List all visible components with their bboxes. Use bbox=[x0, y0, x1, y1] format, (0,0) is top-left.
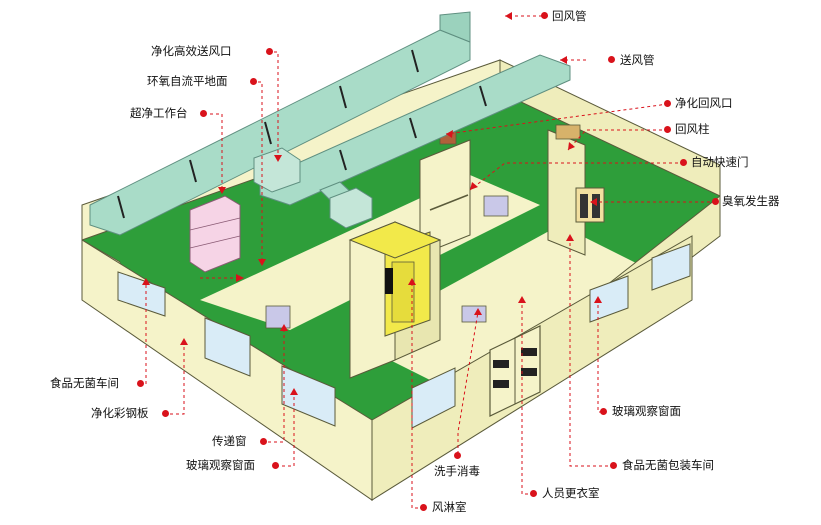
label-return-air-column: 回风柱 bbox=[675, 122, 710, 136]
window-right-2 bbox=[589, 275, 629, 323]
window-left-2 bbox=[204, 317, 251, 377]
window-left-1 bbox=[117, 271, 166, 317]
back-wall-right bbox=[499, 59, 721, 197]
dot-hand-wash bbox=[454, 452, 461, 459]
air-shower-top bbox=[348, 221, 442, 259]
dot-hepa-outlet bbox=[266, 48, 273, 55]
air-shower-dark-panel bbox=[385, 268, 393, 294]
label-hand-wash: 洗手消毒 bbox=[434, 464, 480, 478]
label-food-sterile-workshop: 食品无菌车间 bbox=[50, 376, 119, 390]
window-right-1 bbox=[411, 367, 456, 429]
dot-return-air-column bbox=[664, 126, 671, 133]
dot-glass-window-left bbox=[272, 462, 279, 469]
supply-air-duct bbox=[259, 54, 571, 206]
return-air-duct-top bbox=[439, 11, 471, 43]
dot-glass-window-right bbox=[600, 408, 607, 415]
duct-bands bbox=[117, 49, 487, 219]
label-air-shower: 风淋室 bbox=[432, 500, 467, 514]
dot-clean-bench bbox=[200, 110, 207, 117]
dot-clean-return-outlet bbox=[664, 100, 671, 107]
partition-wall-1 bbox=[419, 139, 471, 256]
dot-air-shower bbox=[420, 504, 427, 511]
leader-lines bbox=[140, 15, 716, 509]
label-glass-window-left: 玻璃观察窗面 bbox=[186, 458, 255, 472]
label-sterile-packing: 食品无菌包装车间 bbox=[622, 458, 714, 472]
dot-changing-room bbox=[530, 490, 537, 497]
pass-box-device bbox=[265, 305, 291, 329]
hepa-box-2 bbox=[329, 187, 373, 229]
label-changing-room: 人员更衣室 bbox=[542, 486, 600, 500]
dot-pass-box bbox=[260, 438, 267, 445]
window-right-3 bbox=[651, 243, 691, 291]
label-rapid-door: 自动快速门 bbox=[691, 155, 749, 169]
hand-wash-device bbox=[461, 305, 487, 323]
dot-clean-color-steel bbox=[162, 410, 169, 417]
label-clean-color-steel: 净化彩钢板 bbox=[91, 406, 149, 420]
dot-ozone-generator bbox=[712, 198, 719, 205]
label-pass-box: 传递窗 bbox=[212, 434, 247, 448]
label-ozone-generator: 臭氧发生器 bbox=[722, 194, 780, 208]
label-epoxy-floor: 环氧自流平地面 bbox=[147, 74, 228, 88]
label-clean-return-outlet: 净化回风口 bbox=[675, 96, 733, 110]
label-hepa-outlet: 净化高效送风口 bbox=[151, 44, 232, 58]
label-glass-window-right: 玻璃观察窗面 bbox=[612, 404, 681, 418]
label-clean-bench: 超净工作台 bbox=[130, 106, 188, 120]
dot-supply-air-duct bbox=[608, 56, 615, 63]
dot-sterile-packing bbox=[610, 462, 617, 469]
air-shower-door bbox=[391, 261, 415, 323]
clean-bench bbox=[189, 195, 241, 273]
partition-wall-2 bbox=[547, 129, 586, 256]
hepa-box bbox=[253, 147, 301, 193]
dot-rapid-door bbox=[680, 159, 687, 166]
dot-food-sterile-workshop bbox=[137, 380, 144, 387]
return-air-column bbox=[555, 124, 581, 140]
dot-epoxy-floor bbox=[250, 78, 257, 85]
label-supply-air-duct: 送风管 bbox=[620, 53, 655, 67]
window-left-3 bbox=[281, 365, 336, 427]
dot-return-air-duct bbox=[541, 12, 548, 19]
wall-device-back bbox=[483, 195, 509, 217]
leader-arrows bbox=[142, 12, 602, 395]
label-return-air-duct: 回风管 bbox=[552, 9, 587, 23]
